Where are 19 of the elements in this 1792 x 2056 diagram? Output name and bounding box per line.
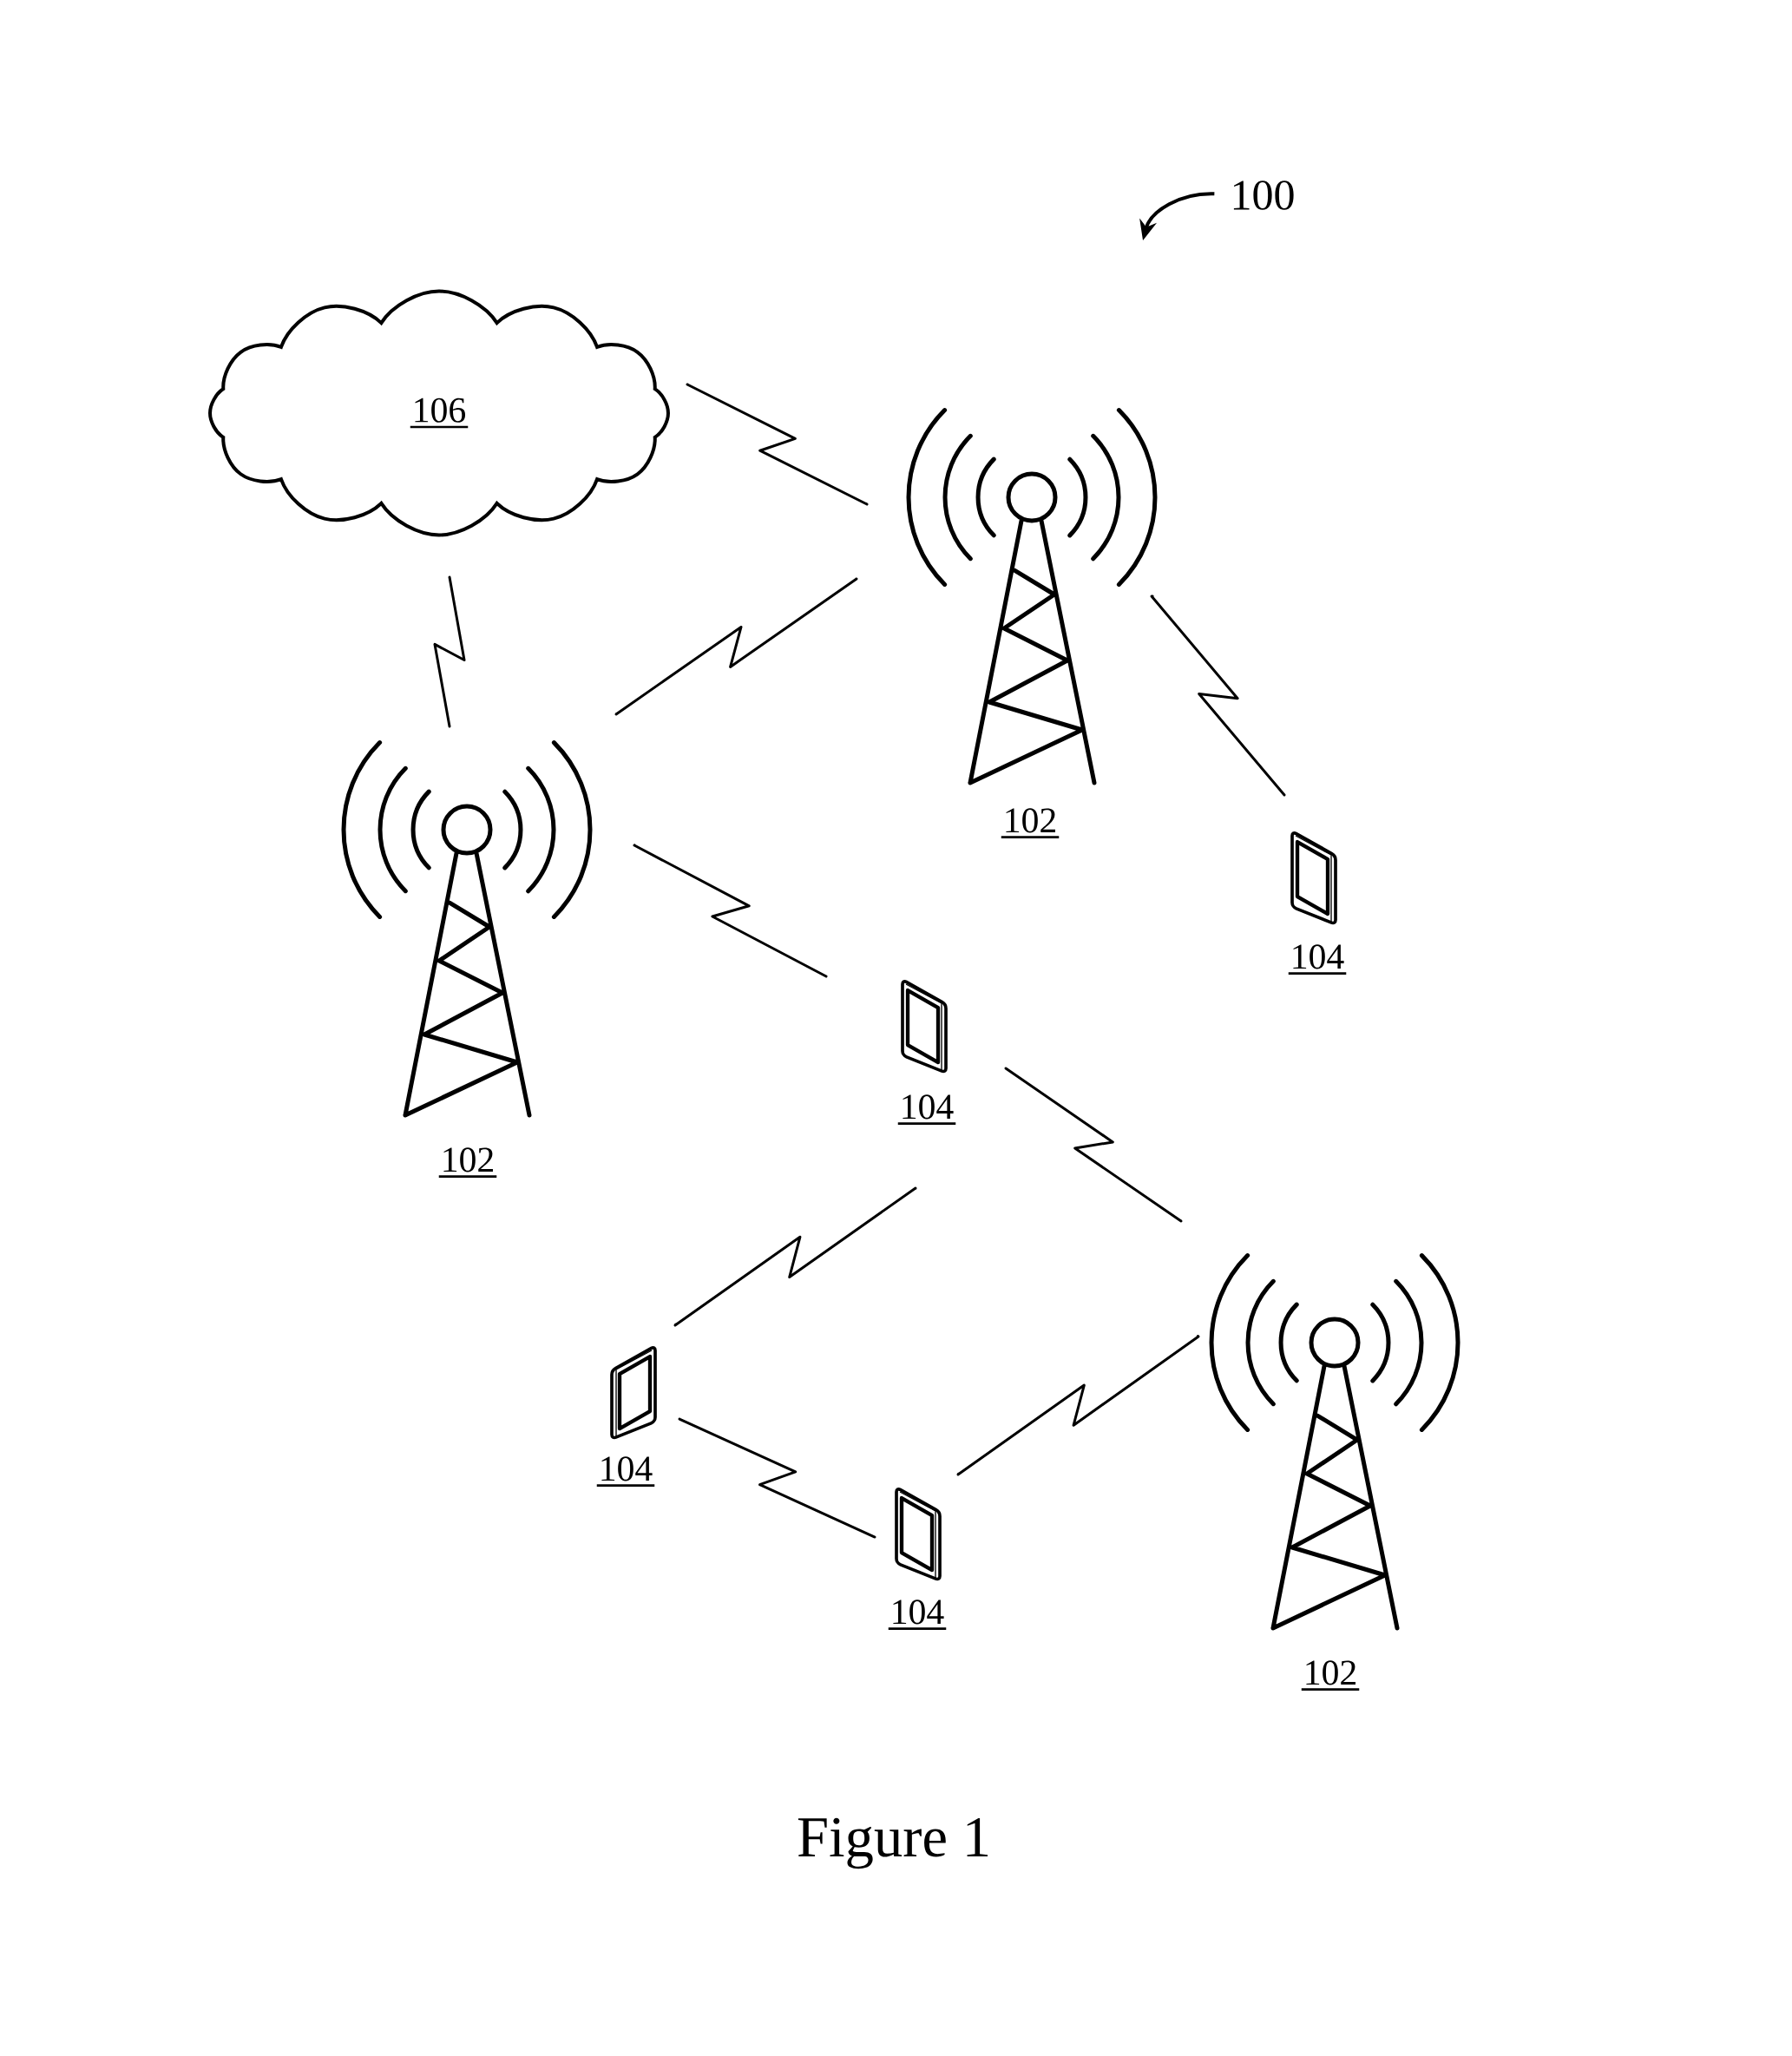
reference-numeral: 102 <box>1001 808 1060 838</box>
reference-numeral: 102 <box>438 1147 497 1178</box>
cloud: 106 <box>208 289 670 537</box>
lightning-bolt <box>678 1417 876 1539</box>
caption: Figure 1 <box>798 1817 988 1869</box>
reference-numeral: 100 <box>1233 181 1294 210</box>
lightning-bolt <box>673 1186 917 1327</box>
reference-numeral: 104 <box>596 1456 655 1488</box>
lightning-bolt <box>433 575 466 728</box>
reference-numeral: 102 <box>1301 1660 1360 1691</box>
lightning-bolt <box>633 844 828 978</box>
reference-numeral: 104 <box>897 1094 956 1125</box>
lightning-bolt <box>686 383 869 506</box>
lightning-bolt <box>614 577 858 716</box>
reference-numeral: 104 <box>1288 944 1347 975</box>
lightning-bolt <box>1150 594 1286 797</box>
reference-numeral: 104 <box>888 1599 947 1630</box>
lightning-bolt <box>1004 1067 1183 1223</box>
lightning-bolt <box>956 1335 1200 1476</box>
